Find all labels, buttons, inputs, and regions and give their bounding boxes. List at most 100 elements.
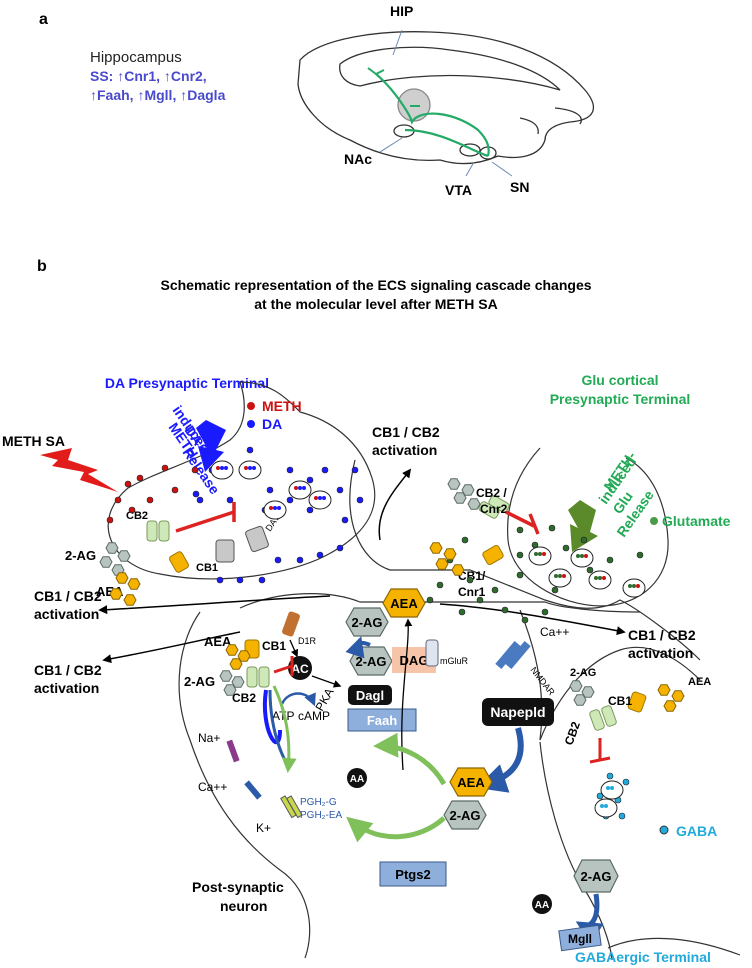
meth-dot-0: [124, 480, 132, 488]
glutamate-dot-10: [458, 608, 466, 616]
glu-vesicle-4: [622, 578, 646, 598]
activation-right-arrow: [439, 603, 626, 636]
dagl-label: Dagl: [356, 688, 384, 703]
dag-to-2ag-arrow: [345, 636, 371, 659]
brain-sagittal: [297, 31, 595, 165]
sn-label: SN: [510, 179, 529, 195]
cb2-receptor-gaba: [589, 705, 617, 731]
gaba-dot-1: [622, 778, 630, 786]
post-synaptic-neuron-outline: [178, 459, 701, 959]
da-dot-23: [246, 446, 254, 454]
cb2-inhibition-ac: [273, 656, 294, 676]
two-ag-molecule-upper: [345, 607, 389, 637]
da-vesicle-2: [288, 480, 312, 500]
aea-hex-glu-0: [429, 542, 443, 554]
glutamate-dot-11: [436, 581, 444, 589]
glu-vesicle-2: [548, 568, 572, 588]
na-label: Na+: [198, 731, 220, 745]
napepld-box: [482, 698, 554, 726]
na-channel: [226, 739, 240, 763]
aa-circle-gaba: [532, 894, 552, 914]
ac-enzyme: [288, 656, 312, 680]
cb2-receptor-da-terminal: [146, 520, 170, 542]
aea-hex-gaba-0: [657, 684, 671, 696]
glutamate-dot-19: [606, 556, 614, 564]
cb1-receptor-gaba: [627, 691, 647, 713]
two-ag-hex-da-1: [117, 550, 131, 562]
ac-to-dagl-arrow: [311, 675, 342, 688]
aa-label-post: AA: [350, 774, 364, 785]
da-vesicle-3: [308, 490, 332, 510]
mgll-box: [558, 924, 602, 952]
dag-label: DAG: [400, 653, 429, 668]
activation-top-line1: CB1 / CB2: [372, 424, 440, 440]
cb2-receptor-post: [246, 666, 270, 688]
glutamate-dot-4: [580, 536, 588, 544]
d1r-receptor: [282, 611, 300, 637]
da-dot-21: [356, 496, 364, 504]
glutamate-dot-23: [461, 536, 469, 544]
da-dot-13: [296, 556, 304, 564]
cb1-label-da: CB1: [196, 562, 218, 574]
pgh2-ea-label: PGH₂-EA: [300, 810, 343, 821]
da-dot-17: [216, 576, 224, 584]
activation-top-line2: activation: [372, 442, 437, 458]
cb2-cnr2-line2: Cnr2: [480, 502, 508, 516]
meth-dot-5: [106, 516, 114, 524]
aa-circle-post: [347, 768, 367, 788]
meth-dot-8: [191, 466, 199, 474]
aea-hex-glu-1: [443, 548, 457, 560]
glu-terminal-title-line1: Glu cortical: [581, 372, 658, 388]
d1r-to-ac-arrow: [289, 639, 299, 658]
activation-left1-line1: CB1 / CB2: [34, 588, 102, 604]
gaba-membrane: [519, 609, 741, 956]
aea-hex-post-0: [225, 644, 239, 656]
k-channel: [280, 795, 303, 819]
synaptic-membrane: [239, 593, 641, 613]
da-dot-6: [306, 476, 314, 484]
da-dot-0: [192, 490, 200, 498]
glutamate-dot-14: [466, 576, 474, 584]
cb1-label-gaba: CB1: [608, 694, 632, 708]
da-dot-4: [266, 486, 274, 494]
glutamate-dot-9: [476, 596, 484, 604]
glutamate-dot-18: [586, 566, 594, 574]
aea-molecule-lower: [449, 767, 493, 797]
da-dot-18: [258, 576, 266, 584]
ca-label-nmdar: Ca++: [540, 625, 569, 639]
glutamate-dot-0: [516, 526, 524, 534]
two-ag-lower-label: 2-AG: [355, 654, 386, 669]
gaba-dot-0: [606, 772, 614, 780]
aea-hex-da-2: [109, 588, 123, 600]
activation-left2-line2: activation: [34, 680, 99, 696]
aa-label-gaba: AA: [535, 900, 549, 911]
da-dot-16: [236, 576, 244, 584]
hip-label: HIP: [390, 3, 413, 19]
mglur-label: mGluR: [440, 656, 469, 666]
meth-dot-6: [161, 464, 169, 472]
two-ag-hex-post-1: [231, 676, 245, 688]
cb2-inhibition-na: [262, 689, 282, 745]
da-dot-8: [336, 486, 344, 494]
aea-top-label: AEA: [390, 596, 418, 611]
ptgs2-label: Ptgs2: [395, 867, 430, 882]
nmdar-label: NMDAR: [528, 665, 557, 698]
aea-hex-post-2: [229, 658, 243, 670]
da-vesicle-0: [210, 460, 234, 480]
two-ag-hex-gaba-0: [569, 680, 583, 692]
meth-dot-7: [171, 486, 179, 494]
meth-sa-label: METH SA: [2, 433, 65, 449]
gabaergic-terminal-label: GABAergic Terminal: [575, 949, 711, 965]
glutamate-dot-21: [516, 551, 524, 559]
faah-box: [347, 708, 417, 732]
gaba-dot-2: [596, 792, 604, 800]
aea-label-post: AEA: [204, 634, 232, 649]
gaba-legend-dot: [659, 825, 669, 835]
gaba-legend-label: GABA: [676, 823, 717, 839]
to-pgh2-arrow: [346, 816, 446, 843]
faah-label: Faah: [367, 713, 397, 728]
two-ag-hex-glu-3: [467, 498, 481, 510]
aea-label-gaba: AEA: [688, 676, 711, 688]
cb2-label-post: CB2: [232, 691, 256, 705]
two-ag-hex-glu-2: [453, 492, 467, 504]
